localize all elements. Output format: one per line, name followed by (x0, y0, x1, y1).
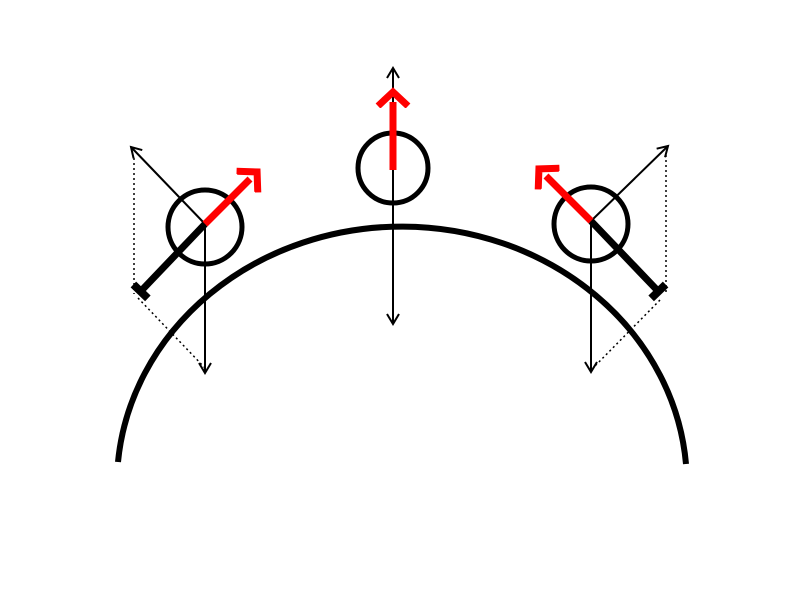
tangential-component-arrow-right (590, 144, 670, 222)
tangential-component-arrow-left (129, 145, 206, 225)
ball-right-group (546, 144, 670, 374)
normal-force-arrow-right (546, 176, 594, 224)
dotted-guide-left-diagonal (137, 297, 206, 369)
ball-top-group (355, 66, 431, 326)
dotted-guide-right-diagonal (592, 299, 661, 369)
curved-surface (115, 223, 689, 465)
normal-force-arrow-left (202, 179, 250, 227)
radial-component-arrow-left (130, 221, 208, 302)
radial-component-arrow-right (588, 218, 669, 302)
ball-left-group (129, 145, 250, 375)
